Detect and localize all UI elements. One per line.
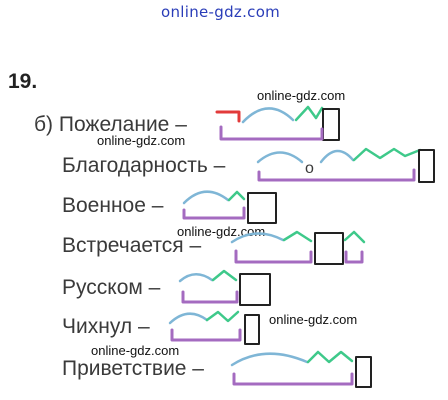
- root-arc: [182, 190, 230, 205]
- suffix-mark: [306, 350, 354, 364]
- ending-box: [314, 232, 344, 265]
- stem-bracket: [257, 168, 416, 182]
- suffix-mark: [343, 230, 366, 244]
- root-arc: [256, 151, 304, 164]
- root-arc: [168, 312, 209, 325]
- word-russkom: Русском –: [62, 276, 161, 299]
- watermark: online-gdz.com: [257, 88, 346, 103]
- suffix-mark: [205, 310, 240, 323]
- watermark: online-gdz.com: [91, 343, 180, 358]
- connecting-vowel: о: [305, 160, 314, 177]
- watermark: online-gdz.com: [269, 312, 358, 327]
- ending-box: [322, 108, 340, 141]
- suffix-mark: [227, 190, 246, 202]
- postfix-bracket: [344, 250, 364, 264]
- scheme-russkom: [178, 269, 271, 306]
- root-arc: [178, 273, 214, 283]
- scheme-vstrechaetsya: [230, 230, 366, 265]
- suffix-mark: [282, 230, 313, 243]
- root-arc: [230, 352, 309, 367]
- root-arc: [319, 149, 355, 164]
- ending-box: [239, 273, 271, 306]
- ending-box: [418, 149, 435, 183]
- watermark-top: online-gdz.com: [161, 3, 281, 21]
- word-voennoe: Военное –: [62, 194, 164, 217]
- word-pozhelanie: б) Пожелание –: [34, 113, 187, 136]
- watermark: online-gdz.com: [97, 133, 186, 148]
- scheme-voennoe: [182, 190, 277, 224]
- suffix-mark: [352, 147, 422, 162]
- stem-bracket: [234, 249, 313, 264]
- root-arc: [241, 107, 295, 124]
- word-privetstvie: Приветствие –: [62, 357, 204, 380]
- ending-box: [247, 192, 277, 224]
- ending-box: [244, 314, 260, 345]
- stem-bracket: [170, 328, 242, 342]
- scheme-privetstvie: [230, 350, 372, 388]
- word-vstrechaetsya: Встречается –: [62, 234, 202, 257]
- task-number: 19.: [8, 70, 38, 93]
- stem-bracket: [232, 372, 354, 386]
- suffix-mark: [211, 269, 238, 282]
- stem-bracket: [181, 290, 239, 304]
- scheme-pozhelanie: [215, 105, 340, 141]
- word-blagodarnost: Благодарность –: [62, 154, 226, 177]
- prefix-mark: [215, 110, 241, 123]
- scheme-blagodarnost: о: [256, 147, 435, 183]
- scheme-chikhnul: [168, 310, 260, 345]
- stem-bracket: [219, 125, 324, 141]
- stem-bracket: [182, 206, 246, 220]
- root-arc: [230, 232, 285, 244]
- ending-box: [355, 356, 372, 388]
- word-chikhnul: Чихнул –: [62, 315, 150, 338]
- suffix-mark: [294, 105, 324, 122]
